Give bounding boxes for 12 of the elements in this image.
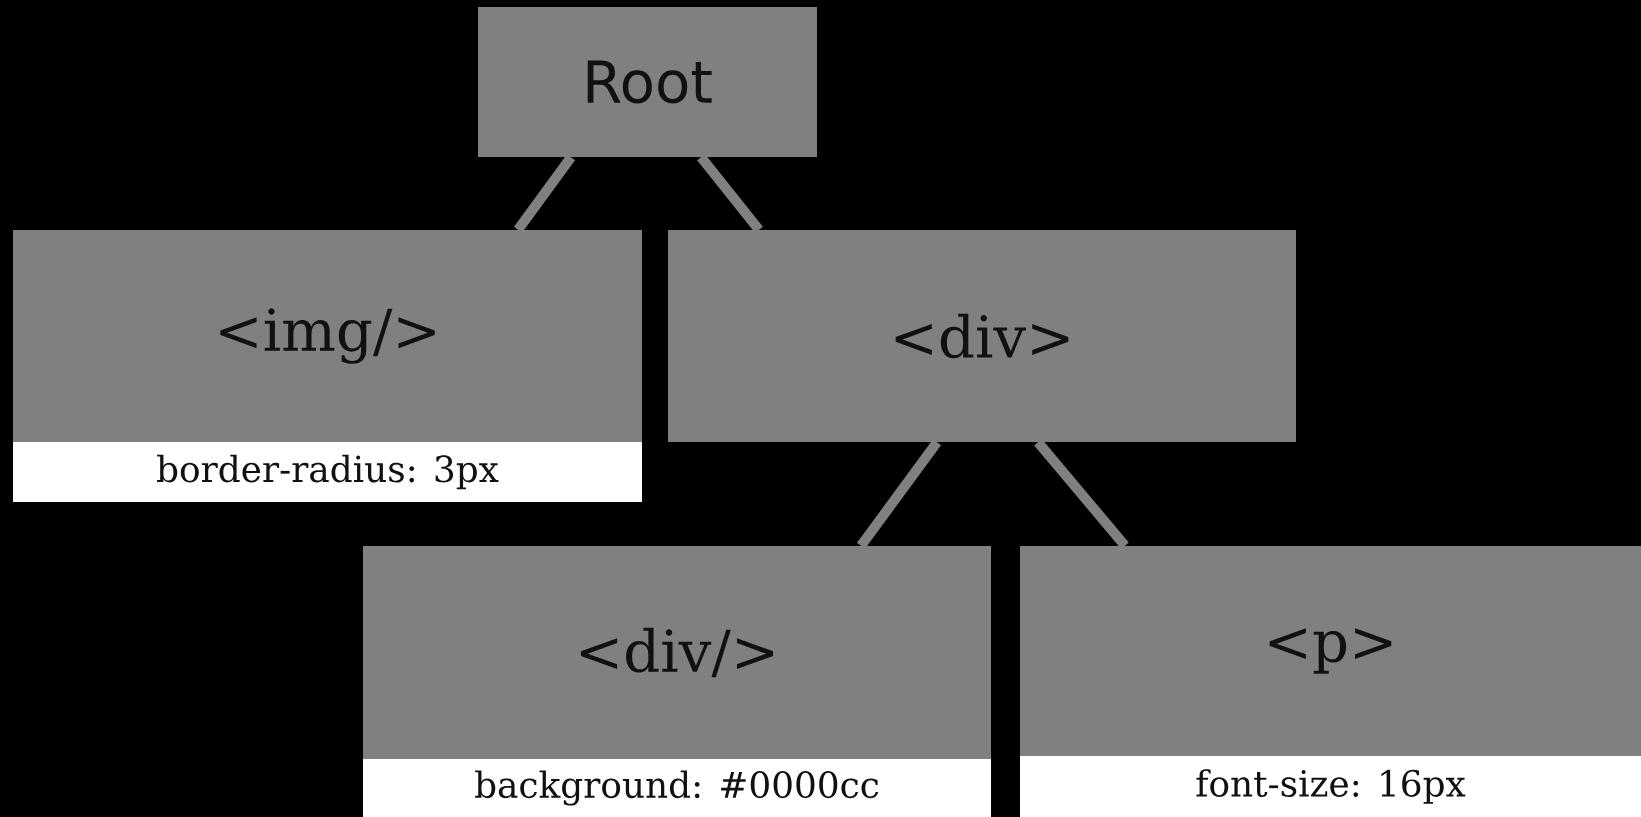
connector-line <box>697 154 763 233</box>
connector-line <box>513 154 576 233</box>
tree-node-box: <div/> <box>363 546 991 759</box>
tree-node-box: <div> <box>668 230 1296 442</box>
connector-line <box>857 439 942 549</box>
caption-strip: border-radius: 3px <box>13 442 642 502</box>
tree-node-box: <img/> <box>13 230 642 442</box>
caption-strip: background: #0000cc <box>363 759 991 817</box>
caption-strip: font-size: 16px <box>1020 756 1641 817</box>
tree-node-box: <p> <box>1020 546 1641 756</box>
connector-line <box>1034 439 1129 549</box>
tree-node-box: Root <box>478 7 817 157</box>
